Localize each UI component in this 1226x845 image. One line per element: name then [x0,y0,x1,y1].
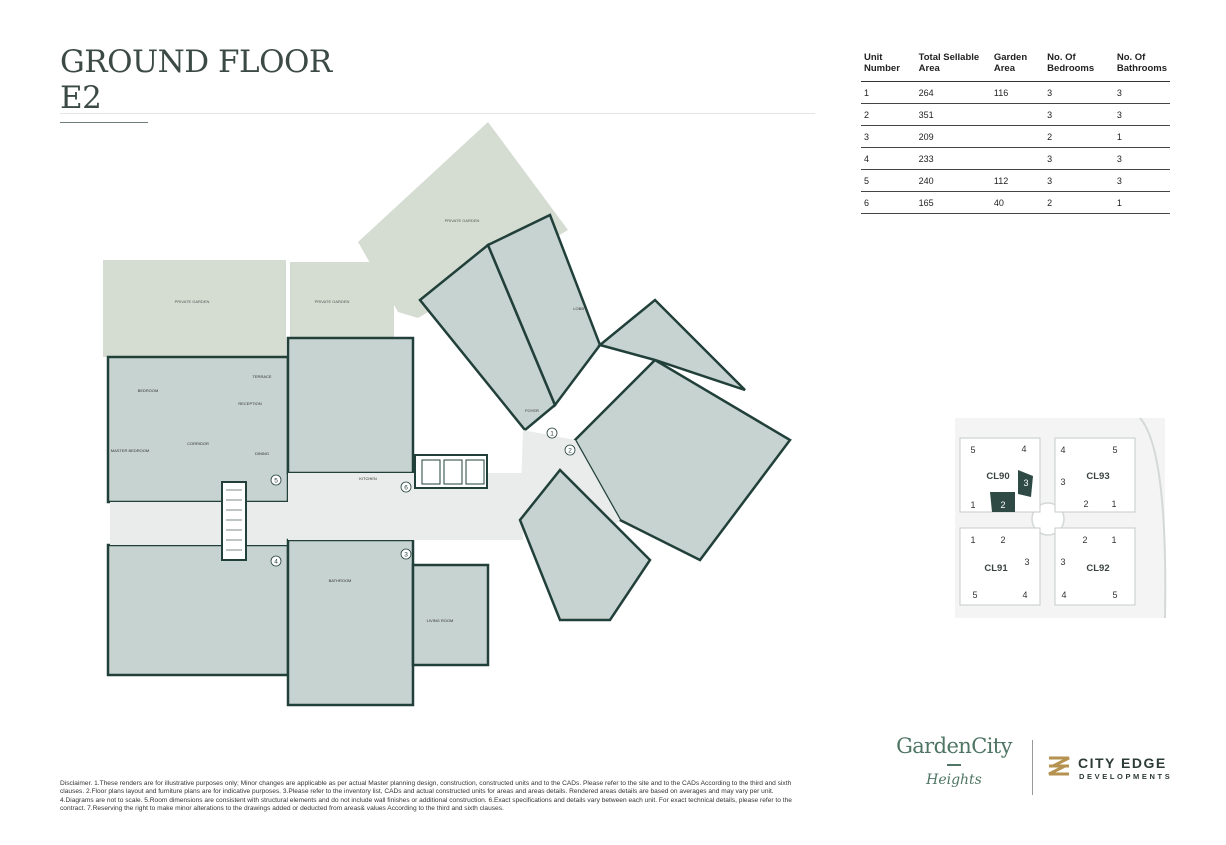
svg-text:CL91: CL91 [984,563,1008,574]
private-garden-west [103,260,286,357]
label-dining: DINING [255,451,269,456]
floor-title: GROUND FLOOR [60,44,332,80]
svg-text:5: 5 [972,590,977,600]
cluster-key-map: CL90 5 4 1 2 3 CL93 4 5 3 2 1 CL91 1 2 3… [955,417,1167,619]
label-private-garden-north: PRIVATE GARDEN [445,218,480,223]
svg-text:2: 2 [568,448,572,455]
unit-4-area [106,543,290,677]
svg-text:2: 2 [1082,535,1087,545]
unit-marker-4: 4 [270,555,282,567]
svg-text:1: 1 [1111,535,1116,545]
unit-marker-2: 2 [564,444,576,456]
svg-text:4: 4 [1021,444,1026,454]
unit-marker-3: 3 [400,548,412,560]
svg-text:2: 2 [1000,500,1005,510]
svg-text:2: 2 [1000,535,1005,545]
label-bedroom: BEDROOM [138,388,159,393]
svg-text:5: 5 [970,445,975,455]
unit-marker-5: 5 [270,474,282,486]
unit-2-bedroom-wing [597,298,746,392]
svg-text:CL93: CL93 [1086,471,1109,482]
logo-divider [1032,740,1033,795]
label-master-bedroom: MASTER BEDROOM [111,448,149,453]
unit-3-area [286,538,415,707]
svg-text:3: 3 [1023,478,1028,488]
building-code: E2 [60,80,102,116]
label-kitchen: KITCHEN [359,476,377,481]
cluster-cl90: CL90 5 4 1 2 3 [959,437,1041,513]
label-reception: RECEPTION [238,401,261,406]
private-garden-north [358,122,568,318]
svg-text:4: 4 [1060,445,1065,455]
svg-text:CL90: CL90 [986,471,1009,482]
elevator-shaft-1 [421,459,441,485]
header-rule [60,113,815,114]
title-underline [60,122,148,123]
unit-3-living-wing [411,563,490,667]
label-bathroom: BATHROOM [329,578,352,583]
cluster-cl93: CL93 4 5 3 2 1 [1054,437,1136,513]
label-living-room: LIVING ROOM [427,618,454,623]
cluster-cl92: CL92 2 1 3 4 5 [1054,527,1136,606]
unit-2-area [573,358,792,562]
label-foyer: FOYER [525,408,539,413]
cl90-unit-2-highlight [990,492,1015,512]
cl90-unit-3-highlight [1018,470,1033,497]
page-title: GROUND FLOOR E2 [60,44,332,116]
disclaimer-text: Disclaimer. 1.These renders are for illu… [60,780,792,812]
svg-text:3: 3 [1060,477,1065,487]
svg-text:5: 5 [1112,590,1117,600]
city-edge-wordmark: CITY EDGE [1078,755,1167,771]
svg-text:2: 2 [1083,499,1088,509]
svg-text:3: 3 [404,552,408,559]
svg-text:5: 5 [274,478,278,485]
svg-text:1: 1 [970,535,975,545]
cluster-cl91: CL91 1 2 3 5 4 [959,527,1041,606]
label-private-garden-west: PRIVATE GARDEN [175,299,210,304]
svg-text:5: 5 [1112,445,1117,455]
svg-text:4: 4 [274,559,278,566]
svg-text:6: 6 [404,485,408,492]
svg-text:3: 3 [1060,557,1065,567]
garden-city-heights-logo: GardenCity Heights [888,734,1020,788]
svg-text:1: 1 [550,431,554,438]
unit-5-area [106,355,290,504]
unit-marker-1: 1 [546,427,558,439]
developments-wordmark: DEVELOPMENTS [1079,772,1173,781]
svg-text:1: 1 [970,500,975,510]
unit-marker-6: 6 [400,481,412,493]
elevator-shaft-3 [465,459,485,485]
svg-text:CL92: CL92 [1086,563,1109,574]
floor-plan: PRIVATE GARDEN PRIVATE GARDEN PRIVATE GA… [103,122,792,707]
elevator-shaft-2 [443,459,463,485]
svg-text:4: 4 [1061,590,1066,600]
label-corridor: CORRIDOR [187,441,209,446]
label-terrace: TERRACE [252,374,271,379]
svg-text:1: 1 [1111,499,1116,509]
unit-6-area [286,336,415,475]
unit-2-living-wing [518,468,652,622]
west-corridor [110,502,290,545]
label-lobby: LOBBY [573,306,587,311]
heights-wordmark: Heights [926,771,982,788]
label-private-garden-center: PRIVATE GARDEN [315,299,350,304]
svg-text:4: 4 [1022,590,1027,600]
stair-core-west [221,481,247,561]
city-edge-mark-icon [1048,756,1070,776]
svg-text:3: 3 [1024,557,1029,567]
garden-city-wordmark: GardenCity [896,734,1012,758]
